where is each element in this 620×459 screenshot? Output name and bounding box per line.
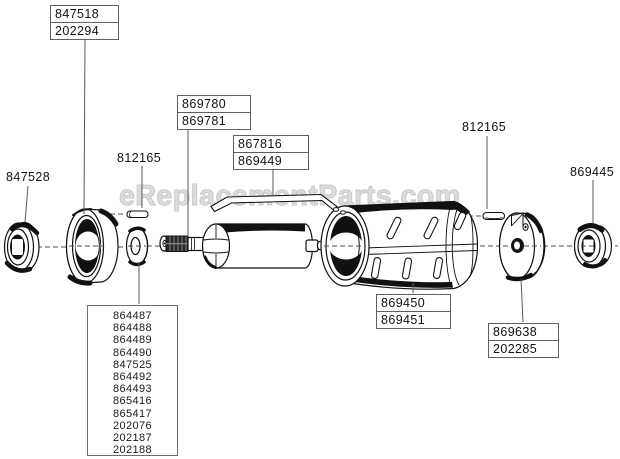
callout-end-plate[interactable]: 869638 202285 bbox=[488, 323, 559, 358]
part-number-865416[interactable]: 865416 bbox=[112, 395, 153, 408]
part-number-864490[interactable]: 864490 bbox=[112, 346, 153, 359]
front-bearing-drawing bbox=[3, 221, 40, 273]
part-number-812165-right[interactable]: 812165 bbox=[462, 120, 507, 134]
part-number-202187[interactable]: 202187 bbox=[112, 431, 153, 444]
part-number-202076[interactable]: 202076 bbox=[112, 419, 153, 432]
leader-lines bbox=[24, 38, 594, 323]
part-number-869451[interactable]: 869451 bbox=[377, 311, 450, 328]
part-number-869780[interactable]: 869780 bbox=[182, 97, 227, 111]
part-number-202294[interactable]: 202294 bbox=[51, 22, 118, 39]
part-number-869638[interactable]: 869638 bbox=[493, 325, 538, 339]
part-number-864492[interactable]: 864492 bbox=[112, 370, 153, 383]
collar-ring-drawing bbox=[65, 208, 119, 286]
callout-baffle[interactable]: 867816 869449 bbox=[233, 135, 309, 170]
part-number-847528[interactable]: 847528 bbox=[6, 170, 51, 184]
part-number-202285[interactable]: 202285 bbox=[489, 340, 558, 357]
part-number-847525[interactable]: 847525 bbox=[112, 358, 153, 371]
field-housing-drawing bbox=[320, 200, 479, 290]
callout-field-housing[interactable]: 869450 869451 bbox=[376, 294, 451, 329]
part-number-812165-left[interactable]: 812165 bbox=[117, 151, 162, 165]
part-number-847518[interactable]: 847518 bbox=[55, 7, 100, 21]
part-number-864493[interactable]: 864493 bbox=[112, 383, 153, 396]
end-plate-drawing bbox=[498, 212, 546, 282]
callout-armature[interactable]: 869780 869781 bbox=[177, 95, 251, 130]
part-number-869449[interactable]: 869449 bbox=[234, 152, 308, 169]
callout-washer-kit-list[interactable]: 864487 864488 864489 864490 847525 86449… bbox=[87, 305, 178, 456]
part-number-869450[interactable]: 869450 bbox=[381, 296, 426, 310]
armature-drawing bbox=[159, 223, 324, 269]
part-number-864488[interactable]: 864488 bbox=[112, 322, 153, 335]
pin-right-drawing bbox=[482, 211, 506, 221]
callout-collar[interactable]: 847518 202294 bbox=[50, 5, 119, 40]
part-number-865417[interactable]: 865417 bbox=[112, 407, 153, 420]
part-number-869445[interactable]: 869445 bbox=[570, 165, 615, 179]
part-number-869781[interactable]: 869781 bbox=[178, 112, 250, 129]
part-number-867816[interactable]: 867816 bbox=[238, 137, 283, 151]
baffle-drawing bbox=[210, 193, 338, 213]
pin-left-drawing bbox=[126, 210, 149, 219]
part-number-202188[interactable]: 202188 bbox=[112, 444, 153, 457]
part-number-864489[interactable]: 864489 bbox=[112, 334, 153, 347]
part-number-864487[interactable]: 864487 bbox=[112, 310, 153, 322]
